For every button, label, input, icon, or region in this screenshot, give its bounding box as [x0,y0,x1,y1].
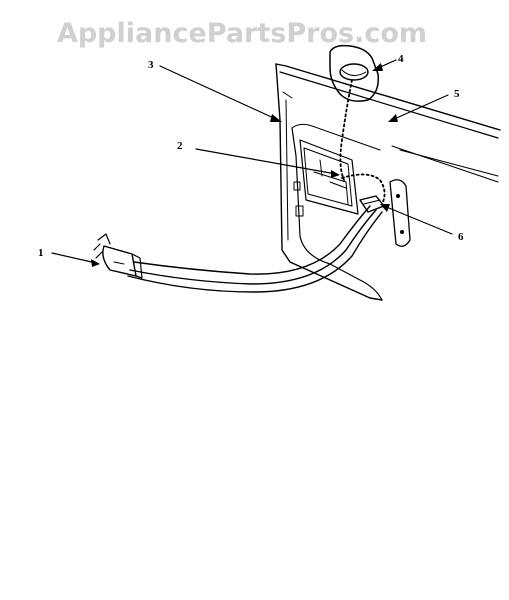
callout-3: 3 [148,59,154,71]
receptacle-housing [293,139,359,217]
callout-2: 2 [177,140,183,152]
callout-5: 5 [454,88,460,100]
plug [93,233,143,279]
internal-wire-loop [341,173,386,205]
internal-wire [339,79,353,181]
side-slot-bracket [389,179,411,247]
callout-6: 6 [458,231,464,243]
callout-leaders [51,59,453,267]
power-cord [127,205,383,293]
grommet [329,44,380,102]
callout-4: 4 [398,53,404,65]
cabinet-panel [275,63,501,301]
callout-1: 1 [38,247,44,259]
screw-hole [295,205,304,217]
watermark-text: AppliancePartsPros.com [57,18,427,49]
screw-hole [293,181,301,191]
